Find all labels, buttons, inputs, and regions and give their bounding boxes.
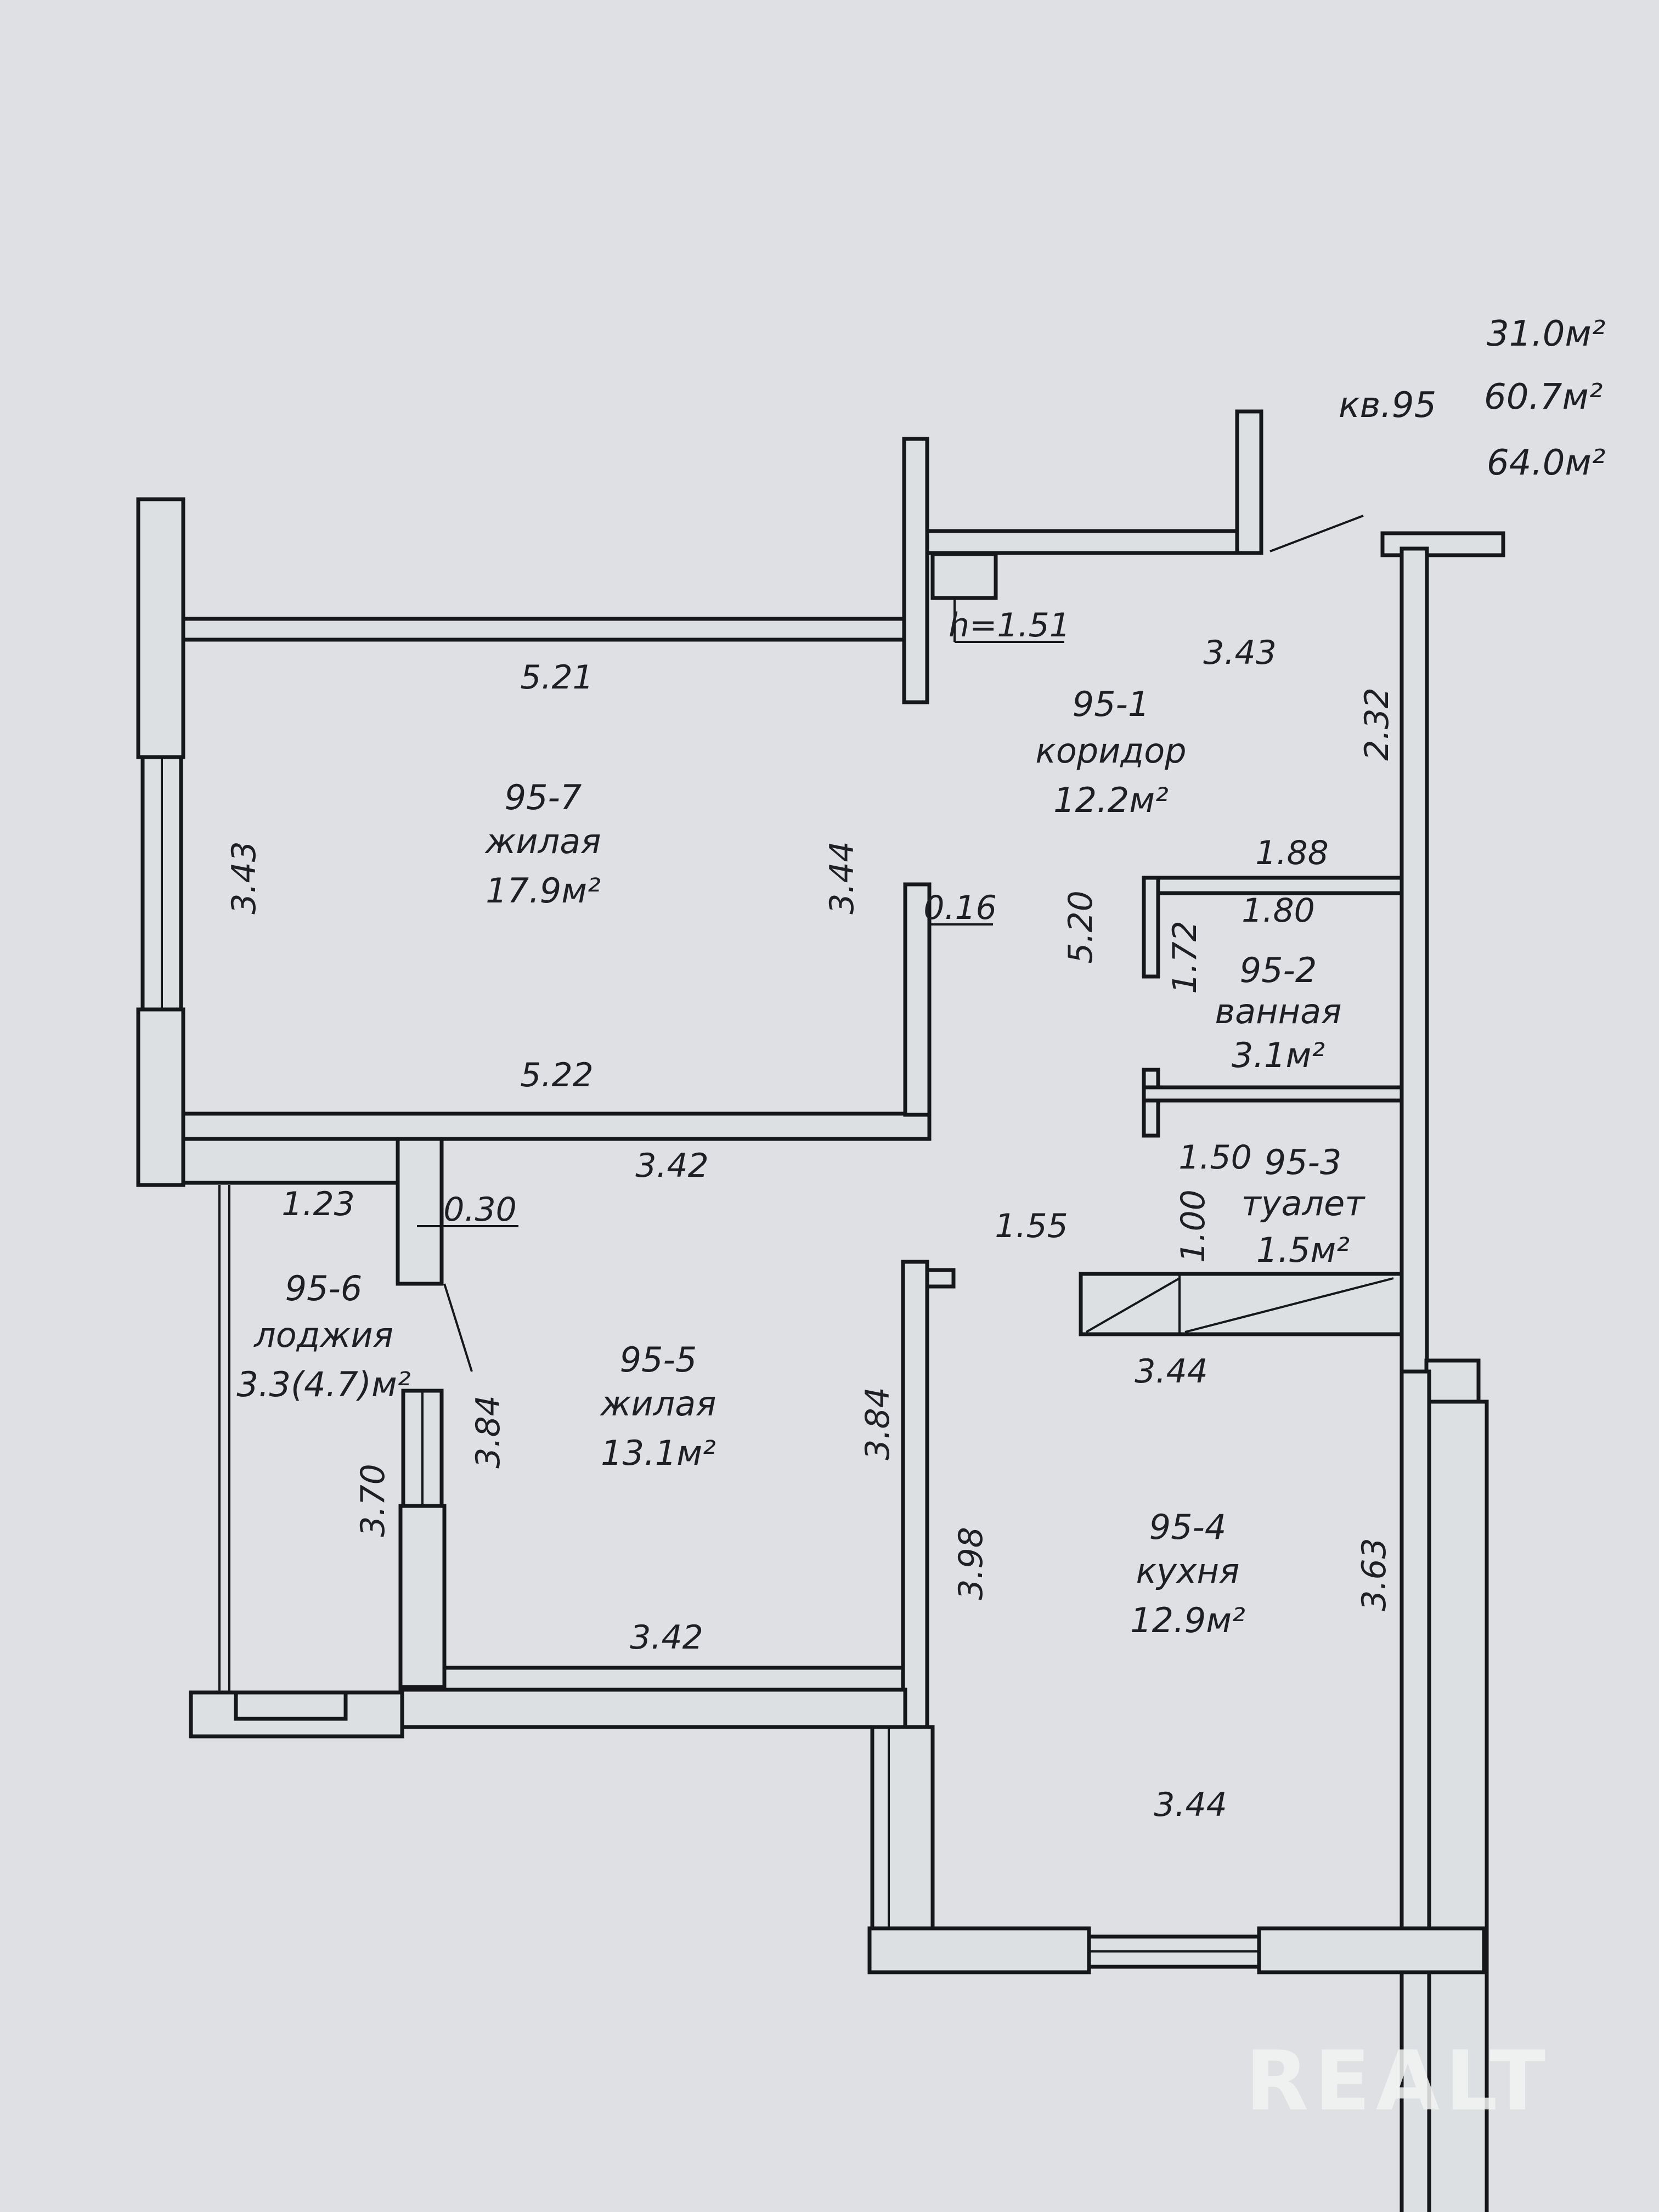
dim-label: 3.70 bbox=[354, 1464, 392, 1537]
wall-kitchen-bottom-right bbox=[1257, 1926, 1486, 1974]
room-code: 95-2 bbox=[1240, 950, 1317, 990]
dim-label: 3.42 bbox=[635, 1147, 709, 1185]
wall-bottom-long bbox=[398, 1688, 907, 1729]
realt-watermark: REALT bbox=[1245, 2034, 1551, 2129]
walls bbox=[136, 409, 1505, 2212]
dim-label: 2.32 bbox=[1358, 687, 1396, 761]
wall-toilet-left bbox=[1142, 1068, 1160, 1138]
pointer-line-0-30 bbox=[443, 1283, 473, 1372]
room-name: коридор bbox=[1035, 731, 1186, 771]
wall-top-room7 bbox=[181, 617, 910, 642]
wall-bath-left bbox=[1142, 876, 1160, 979]
wall-stub-small bbox=[930, 552, 998, 600]
dim-label: 3.44 bbox=[823, 841, 861, 915]
dim-label: 1.80 bbox=[1242, 891, 1315, 930]
room-name: жилая bbox=[599, 1384, 716, 1424]
room-code: 95-6 bbox=[285, 1268, 363, 1308]
room-area: 3.1м² bbox=[1232, 1035, 1325, 1075]
room-95-2: 95-2 ванная 3.1м² bbox=[1215, 950, 1342, 1075]
room-code: 95-4 bbox=[1149, 1507, 1227, 1547]
room-name: туалет bbox=[1242, 1183, 1366, 1223]
room-area: 17.9м² bbox=[486, 871, 601, 911]
dim-label: 3.43 bbox=[225, 841, 263, 915]
dim-label: 3.43 bbox=[1203, 634, 1277, 672]
dimensions: 5.21 5.22 0.16 h=1.51 3.43 1.88 1.80 1.5… bbox=[225, 606, 1396, 1824]
room-95-3: 95-3 туалет 1.5м² bbox=[1242, 1142, 1366, 1270]
dim-label: 3.42 bbox=[630, 1618, 703, 1657]
wall-bath-top bbox=[1142, 876, 1404, 895]
room-95-6: 95-6 лоджия 3.3(4.7)м² bbox=[236, 1268, 410, 1404]
wall-room5-right-stub bbox=[925, 1268, 956, 1289]
wall-kitchen-left-window bbox=[870, 1725, 935, 1932]
dim-label: 1.23 bbox=[281, 1185, 355, 1223]
toilet-diag-2 bbox=[1184, 1277, 1394, 1333]
wall-room5-right bbox=[901, 1260, 929, 1736]
dim-label: 1.55 bbox=[995, 1207, 1068, 1245]
dim-label: h=1.51 bbox=[949, 606, 1070, 645]
wall-niche-top bbox=[925, 529, 1259, 555]
room-95-5: 95-5 жилая 13.1м² bbox=[599, 1340, 716, 1473]
wall-right-outer-lower bbox=[1424, 1358, 1481, 1407]
apartment-area-2: 60.7м² bbox=[1484, 377, 1602, 417]
dim-label: 5.22 bbox=[520, 1056, 594, 1094]
dim-label: 1.00 bbox=[1174, 1189, 1212, 1263]
room-95-7: 95-7 жилая 17.9м² bbox=[484, 777, 601, 911]
wall-pillar bbox=[396, 1137, 444, 1286]
wall-right-edge bbox=[1427, 1400, 1489, 2212]
dim-label: 1.72 bbox=[1166, 921, 1204, 994]
wall-niche-right bbox=[1235, 409, 1263, 555]
room-name: жилая bbox=[484, 821, 601, 861]
wall-room7-corridor-upper bbox=[902, 437, 929, 704]
dim-label: 3.84 bbox=[859, 1387, 897, 1460]
apartment-number: кв.95 bbox=[1339, 385, 1436, 426]
wall-partition-room7 bbox=[903, 882, 932, 1117]
dim-label: 0.30 bbox=[443, 1190, 517, 1229]
wall-left-lower bbox=[136, 1007, 185, 1187]
pointer-line-apartment bbox=[1269, 515, 1364, 552]
apartment-area-1: 31.0м² bbox=[1487, 314, 1605, 354]
wall-bath-bottom bbox=[1142, 1085, 1404, 1103]
dim-label: 3.44 bbox=[1135, 1352, 1208, 1391]
room-area: 3.3(4.7)м² bbox=[236, 1364, 410, 1404]
room-code: 95-1 bbox=[1073, 684, 1150, 724]
room-name: лоджия bbox=[253, 1315, 393, 1355]
wall-right-outer bbox=[1400, 546, 1429, 1374]
dim-label: 3.63 bbox=[1355, 1538, 1393, 1611]
wall-left-upper bbox=[136, 497, 185, 759]
dim-label: 3.44 bbox=[1154, 1786, 1227, 1824]
room-area: 12.9м² bbox=[1130, 1600, 1245, 1640]
room-name: ванная bbox=[1215, 991, 1342, 1031]
room-area: 13.1м² bbox=[601, 1433, 716, 1473]
room-code: 95-7 bbox=[505, 777, 582, 817]
dim-label: 3.84 bbox=[469, 1395, 507, 1469]
dim-label: 0.16 bbox=[923, 889, 997, 927]
dim-label: 1.50 bbox=[1178, 1138, 1252, 1177]
wall-room5-bottom-inner bbox=[442, 1666, 905, 1692]
wall-kitchen-bottom-left bbox=[867, 1926, 1091, 1974]
room-code: 95-5 bbox=[620, 1340, 697, 1380]
wall-bottom-room7 bbox=[181, 1111, 932, 1141]
room-95-4: 95-4 кухня 12.9м² bbox=[1130, 1507, 1245, 1640]
room-95-1: 95-1 коридор 12.2м² bbox=[1035, 684, 1186, 820]
dim-label: 1.88 bbox=[1255, 834, 1329, 872]
dim-label: 5.20 bbox=[1062, 890, 1100, 964]
room-area: 1.5м² bbox=[1256, 1230, 1350, 1270]
wall-toilet-bottom bbox=[1079, 1272, 1404, 1336]
apartment-area-3: 64.0м² bbox=[1487, 443, 1605, 483]
room-name: кухня bbox=[1136, 1551, 1240, 1591]
room-code: 95-3 bbox=[1265, 1142, 1342, 1182]
dim-label: 5.21 bbox=[520, 658, 594, 697]
wall-loggia-notch bbox=[234, 1690, 348, 1721]
room-area: 12.2м² bbox=[1053, 780, 1169, 820]
wall-room5-left-lower bbox=[398, 1504, 447, 1689]
dim-label: 3.98 bbox=[952, 1527, 990, 1600]
wall-entrance-cap bbox=[1380, 531, 1505, 557]
toilet-diag-1 bbox=[1086, 1277, 1180, 1333]
